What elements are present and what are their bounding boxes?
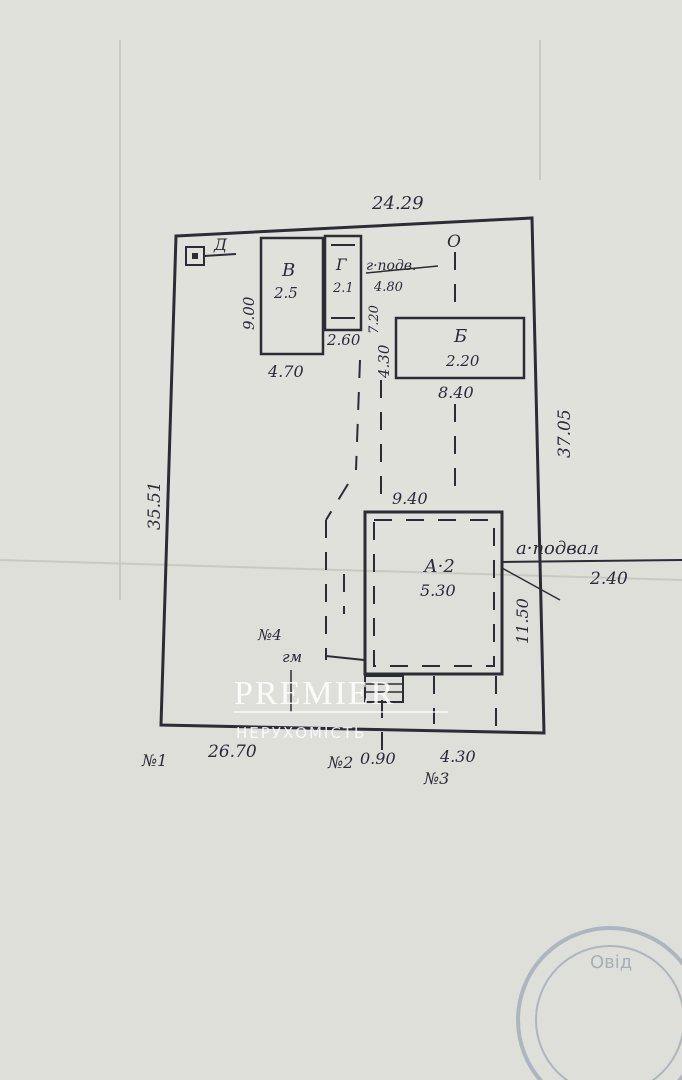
bottom-width: 26.70 [207, 742, 257, 762]
watermark-brand: PREMIER [234, 675, 395, 712]
dim-720: 7.20 [367, 305, 382, 334]
dim-430-vertical: 4.30 [375, 344, 393, 379]
top-width: 24.29 [371, 193, 424, 214]
porch [364, 675, 404, 703]
point-3: №3 [423, 769, 449, 788]
premier-watermark: PREMIER НЕРУХОМІСТЬ [234, 675, 448, 742]
watermark-subtitle: НЕРУХОМІСТЬ [236, 724, 366, 742]
well-symbol [185, 246, 237, 266]
building-g [323, 234, 363, 332]
building-v-area: 2.5 [273, 284, 298, 302]
building-g-letter: Г [335, 255, 348, 274]
building-v [259, 236, 325, 356]
point-4: №4 [257, 626, 282, 644]
building-b [394, 316, 526, 380]
building-a-letter: А·2 [422, 556, 455, 577]
dim-090: 0.90 [360, 749, 396, 768]
building-v-side: 9.00 [240, 296, 258, 330]
official-stamp: Овід [516, 926, 682, 1080]
building-b-letter: Б [453, 326, 467, 347]
small-mark: гм [282, 648, 302, 666]
cellar-a-dim: 2.40 [589, 569, 628, 589]
right-length: 37.05 [555, 409, 575, 458]
building-g-width: 2.60 [326, 331, 361, 349]
well-label: Д [213, 235, 228, 254]
building-b-width: 8.40 [438, 383, 474, 402]
building-b-area: 2.20 [445, 352, 480, 370]
left-length: 35.51 [145, 481, 165, 530]
stamp-text: Овід [590, 952, 632, 973]
plot-boundary [159, 216, 546, 735]
point-1: №1 [141, 751, 167, 770]
cellar-a-label: а·подвал [516, 538, 599, 559]
building-a-width: 9.40 [392, 489, 428, 508]
building-a-depth: 11.50 [513, 598, 532, 644]
top-mark: О [447, 232, 461, 252]
cellar-g-dim: 4.80 [373, 280, 403, 295]
point-2: №2 [327, 753, 353, 772]
building-v-width: 4.70 [267, 362, 304, 381]
building-v-letter: В [281, 260, 295, 281]
dim-430-bottom: 4.30 [439, 747, 476, 766]
building-a [363, 510, 504, 676]
building-g-area: 2.1 [332, 281, 354, 296]
building-a-area: 5.30 [420, 581, 456, 600]
